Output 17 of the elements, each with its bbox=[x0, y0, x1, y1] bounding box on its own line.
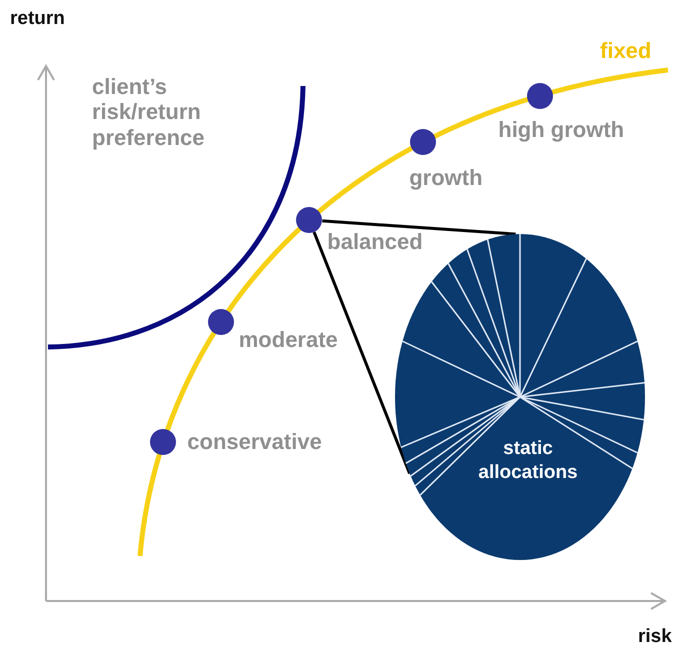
portfolio-dot bbox=[208, 309, 234, 336]
axis-label: return bbox=[10, 8, 65, 30]
axis-label: risk bbox=[638, 626, 672, 648]
zoom-line bbox=[312, 232, 412, 474]
curve-label: client’s risk/return preference bbox=[92, 74, 206, 150]
zoom-line bbox=[322, 219, 516, 236]
portfolio-dot bbox=[150, 429, 176, 456]
portfolio-dot bbox=[296, 207, 322, 233]
portfolio-dot bbox=[410, 129, 436, 156]
portfolio-label: moderate bbox=[238, 328, 338, 353]
pie-label: static allocations bbox=[477, 437, 579, 484]
portfolio-label: high growth bbox=[498, 118, 624, 142]
curve-label: fixed bbox=[600, 38, 652, 64]
portfolio-dot bbox=[527, 82, 554, 109]
portfolio-label: conservative bbox=[187, 430, 322, 454]
portfolio-label: balanced bbox=[327, 230, 423, 254]
portfolio-label: growth bbox=[409, 166, 483, 190]
